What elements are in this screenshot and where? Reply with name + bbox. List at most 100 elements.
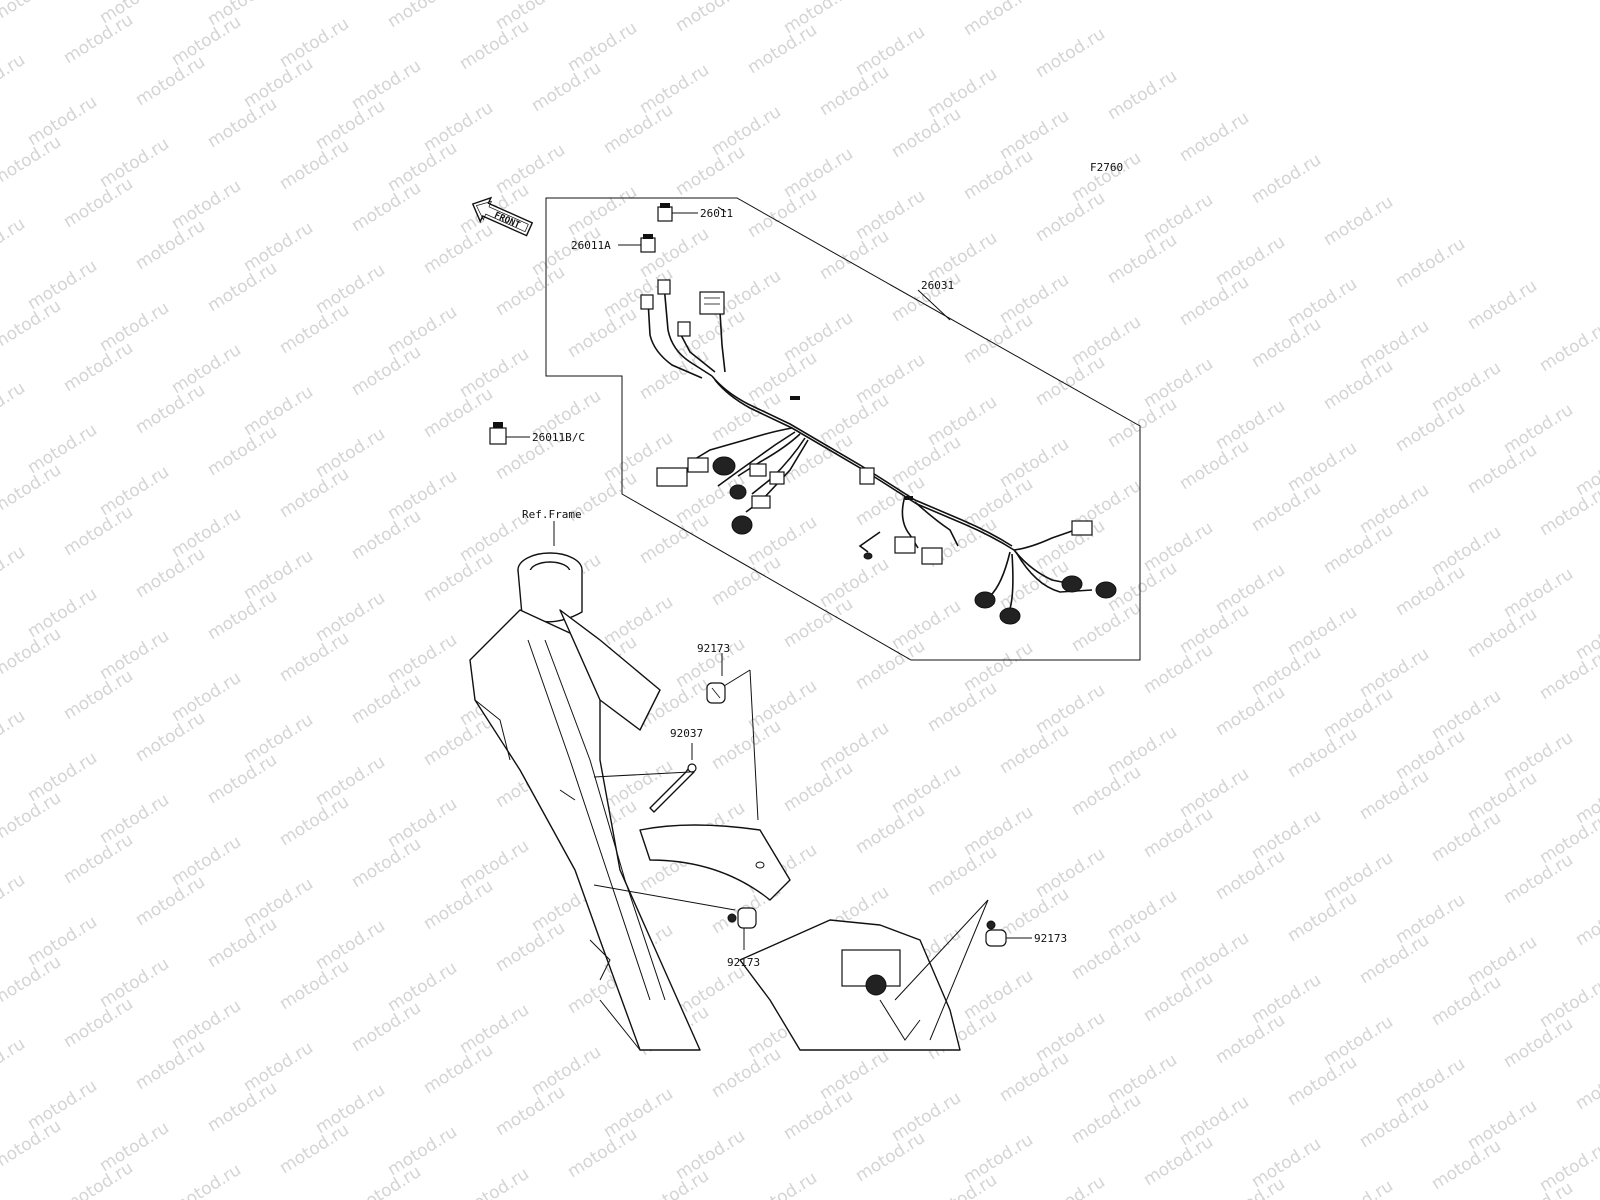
watermark-text: motod.ru [60, 10, 137, 68]
watermark-text: motod.ru [96, 790, 173, 848]
watermark-text: motod.ru [456, 16, 533, 74]
connector-26011bc-icon [489, 422, 507, 445]
watermark-text: motod.ru [384, 1122, 461, 1180]
watermark-text: motod.ru [924, 392, 1001, 450]
watermark-text: motod.ru [60, 830, 137, 888]
figure-code: F2760 [1090, 161, 1123, 174]
watermark-text: motod.ru [1392, 562, 1469, 620]
watermark-text: motod.ru [1320, 848, 1397, 906]
watermark-text: motod.ru [996, 270, 1073, 328]
watermark-text: motod.ru [636, 224, 713, 282]
watermark-text: motod.ru [816, 226, 893, 284]
watermark-text: motod.ru [744, 184, 821, 242]
watermark-text: motod.ru [456, 1164, 533, 1200]
watermark-text: motod.ru [60, 338, 137, 396]
watermark-text: motod.ru [1536, 646, 1600, 704]
watermark-text: motod.ru [240, 218, 317, 276]
watermark-text: motod.ru [852, 800, 929, 858]
watermark-text: motod.ru [420, 712, 497, 770]
clamp-92173-lower-icon [727, 907, 757, 929]
callout-26031: 26031 [921, 279, 954, 292]
watermark-text: motod.ru [1320, 684, 1397, 742]
watermark-text: motod.ru [1176, 600, 1253, 658]
watermark-text: motod.ru [1500, 728, 1577, 786]
watermark-text: motod.ru [240, 1038, 317, 1096]
watermark-text: motod.ru [1032, 24, 1109, 82]
watermark-text: motod.ru [1104, 1050, 1181, 1108]
watermark-text: motod.ru [132, 1036, 209, 1094]
watermark-text: motod.ru [996, 106, 1073, 164]
watermark-text: motod.ru [1248, 1134, 1325, 1192]
watermark-text: motod.ru [384, 302, 461, 360]
watermark-text: motod.ru [1284, 602, 1361, 660]
harness-group-outline [545, 197, 1141, 661]
watermark-text: motod.ru [168, 12, 245, 70]
watermark-text: motod.ru [132, 872, 209, 930]
watermark-text: motod.ru [204, 1078, 281, 1136]
watermark-text: motod.ru [1032, 188, 1109, 246]
watermark-text: motod.ru [1176, 764, 1253, 822]
watermark-text: motod.ru [132, 544, 209, 602]
watermark-text: motod.ru [1284, 438, 1361, 496]
watermark-text: motod.ru [1248, 478, 1325, 536]
watermark-text: motod.ru [1248, 642, 1325, 700]
connector-26011-icon [657, 203, 673, 222]
watermark-text: motod.ru [1500, 564, 1577, 622]
watermark-text: motod.ru [1392, 890, 1469, 948]
watermark-text: motod.ru [96, 298, 173, 356]
watermark-text: motod.ru [1536, 482, 1600, 540]
watermark-text: motod.ru [132, 708, 209, 766]
watermark-text: motod.ru [1320, 1176, 1397, 1200]
watermark-text: motod.ru [1248, 970, 1325, 1028]
watermark-text: motod.ru [744, 676, 821, 734]
watermark-text: motod.ru [348, 998, 425, 1056]
watermark-text: motod.ru [492, 1082, 569, 1140]
watermark-text: motod.ru [60, 666, 137, 724]
watermark-text: motod.ru [780, 144, 857, 202]
watermark-text: motod.ru [348, 56, 425, 114]
watermark-text: motod.ru [888, 104, 965, 162]
watermark-text: motod.ru [276, 956, 353, 1014]
watermark-text: motod.ru [1068, 926, 1145, 984]
watermark-text: motod.ru [420, 876, 497, 934]
watermark-text: motod.ru [96, 462, 173, 520]
watermark-text: motod.ru [312, 1080, 389, 1138]
watermark-text: motod.ru [960, 310, 1037, 368]
reference-frame [469, 521, 961, 1051]
watermark-text: motod.ru [240, 54, 317, 112]
watermark-text: motod.ru [1032, 516, 1109, 574]
watermark-text: motod.ru [456, 344, 533, 402]
watermark-text: motod.ru [492, 918, 569, 976]
watermark-text: motod.ru [1356, 644, 1433, 702]
watermark-text: motod.ru [0, 542, 29, 600]
watermark-text: motod.ru [564, 18, 641, 76]
watermark-text: motod.ru [384, 794, 461, 852]
watermark-text: motod.ru [60, 174, 137, 232]
watermark-text: motod.ru [600, 756, 677, 814]
watermark-text: motod.ru [1536, 318, 1600, 376]
callout-92173-right: 92173 [1034, 932, 1067, 945]
watermark-text: motod.ru [852, 636, 929, 694]
watermark-text: motod.ru [744, 348, 821, 406]
watermark-text: motod.ru [1464, 1096, 1541, 1154]
watermark-text: motod.ru [60, 994, 137, 1052]
watermark-text: motod.ru [1284, 1052, 1361, 1110]
watermark-text: motod.ru [1212, 1010, 1289, 1068]
watermark-text: motod.ru [708, 716, 785, 774]
watermark-text: motod.ru [1284, 724, 1361, 782]
connector-26011a-icon [640, 234, 656, 253]
watermark-text: motod.ru [1176, 436, 1253, 494]
watermark-text: motod.ru [96, 954, 173, 1012]
watermark-text: motod.ru [204, 914, 281, 972]
watermark-text: motod.ru [852, 22, 929, 80]
watermark-text: motod.ru [564, 1124, 641, 1182]
watermark-text: motod.ru [492, 262, 569, 320]
watermark-text: motod.ru [744, 512, 821, 570]
watermark-text: motod.ru [168, 176, 245, 234]
watermark-text: motod.ru [132, 380, 209, 438]
watermark-text: motod.ru [744, 1168, 821, 1200]
watermark-text: motod.ru [276, 464, 353, 522]
watermark-text: motod.ru [24, 420, 101, 478]
watermark-text: motod.ru [348, 178, 425, 236]
watermark-text: motod.ru [240, 546, 317, 604]
